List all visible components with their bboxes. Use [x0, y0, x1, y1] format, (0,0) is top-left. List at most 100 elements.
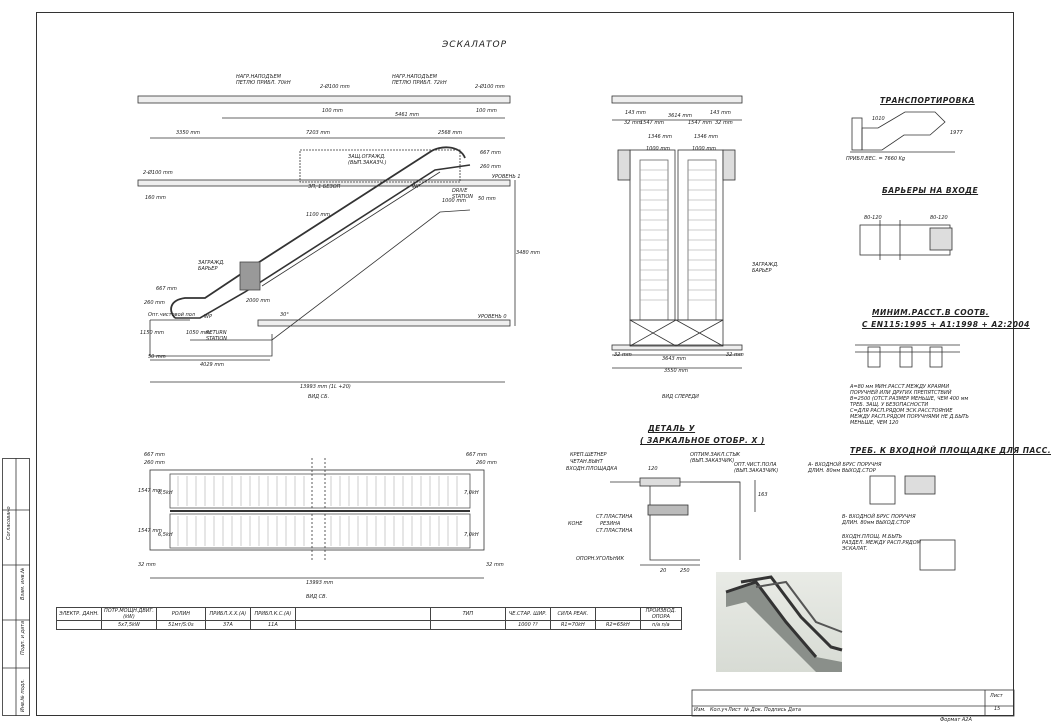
- side-view-label: ВИД СБ.: [308, 394, 330, 400]
- detail-d20: 20: [660, 568, 667, 574]
- min-note: А=80 мм МИН.РАССТ.МЕЖДУ КРАЯМИ: [850, 384, 950, 390]
- top-d260a: 260 mm: [144, 460, 165, 466]
- table-cell: ПРИБЛ.Х.Х.(А): [204, 607, 251, 621]
- section-barriers: БАРЬЕРЫ НА ВХОДЕ: [882, 186, 979, 195]
- top-tag4: 7,0kH: [464, 532, 479, 538]
- detail-label-7: РЕЗИНА: [600, 521, 621, 527]
- front-d32b: 32 mm: [715, 120, 733, 126]
- front-d32a: 32 mm: [624, 120, 642, 126]
- sheet-label: Лист: [990, 693, 1003, 699]
- format-label: Формат А2А: [940, 717, 972, 723]
- dim-1050: 1050 mm: [186, 330, 211, 336]
- table-cell: 5x7,5kW: [101, 620, 157, 630]
- table-cell: n/a n/a: [639, 620, 682, 630]
- table-cell: ПРИБЛ.К.С.(А): [249, 607, 296, 621]
- detail-d163: 163: [758, 492, 768, 498]
- wp-a: WP: [412, 184, 420, 190]
- level-0: УРОВЕНЬ 0: [478, 314, 507, 320]
- front-d3550: 3550 mm: [664, 368, 689, 374]
- support-left-note: НАГР.НАПОДЪЕМ ПЕТЛЮ ПРИБЛ. 70kH: [236, 74, 291, 86]
- dim-2000: 2000 mm: [246, 298, 271, 304]
- drawing-sheet: Инв.№ подл. Подп. и дата Взам. инв.№ Сог…: [2, 12, 1051, 723]
- front-d1547b: 1547 mm: [688, 120, 713, 126]
- dim-1000: 1000 mm: [442, 198, 467, 204]
- dim-260: 260 mm: [480, 164, 501, 170]
- dim-5461: 5461 mm: [395, 112, 420, 118]
- min-note: ПОРУЧНЕЙ ИЛИ ДРУГИХ ПРЕПЯТСТВИЙ: [850, 390, 952, 396]
- table-row: 5x7,5kW 51мт/S:0s 37A 11A 1000 ?? R1=70k…: [56, 620, 682, 630]
- front-d1346a: 1346 mm: [648, 134, 673, 140]
- dim-667: 667 mm: [480, 150, 501, 156]
- table-cell: 1000 ??: [504, 620, 551, 630]
- top-tag3: 7,0kH: [464, 490, 479, 496]
- table-cell: [56, 620, 102, 630]
- top-d32a: 32 mm: [138, 562, 156, 568]
- table-cell: ПОТР.МОЩН.ДВИГ. (kW): [101, 607, 157, 621]
- transport-dim1: 1977: [950, 130, 963, 136]
- detail-label-2: ЧЕТАН.ВЫНТ: [570, 459, 603, 465]
- dim-3480: 3480 mm: [516, 250, 541, 256]
- table-cell: ПРОИЗВОД. ОПОРА: [639, 607, 682, 621]
- sheet-number: 15: [994, 706, 1001, 712]
- stamp-col: Изм.: [694, 707, 706, 713]
- escalator-photo: [716, 572, 843, 672]
- wp-b: WP: [204, 314, 212, 320]
- top-d260b: 260 mm: [476, 460, 497, 466]
- dim-1150: 1150 mm: [140, 330, 165, 336]
- stamp-col: Дата: [788, 707, 801, 713]
- section-transport: ТРАНСПОРТИРОВКА: [880, 96, 975, 105]
- dim-1100: 1100 mm: [306, 212, 331, 218]
- section-detail: ДЕТАЛЬ У: [648, 424, 696, 433]
- transport-weight: ПРИБЛ.ВЕС. = 7660 Kg: [846, 156, 906, 162]
- table-cell: РОЛИН: [155, 607, 206, 621]
- detail-label-5: ОПТ.ЧИСТ.ПОЛА (ВЫП.ЗАКАЗЧИК): [734, 462, 779, 474]
- dim-3350: 3350 mm: [176, 130, 201, 136]
- table-cell: [594, 607, 641, 621]
- stamp-columns: Изм. Кол.уч Лист № Док. Подпись Дата: [694, 707, 806, 713]
- table-cell: [429, 620, 506, 630]
- drawing-title: ЭСКАЛАТОР: [442, 40, 508, 50]
- angle: 30°: [280, 312, 289, 318]
- top-d13993: 13993 mm: [306, 580, 334, 586]
- dim-2568: 2568 mm: [438, 130, 463, 136]
- front-d1346b: 1346 mm: [694, 134, 719, 140]
- detail-label-4: ОПТИМ.ЗАКЛ.СТЫК (ВЫП.ЗАКАЗЧИК): [690, 452, 741, 464]
- dim-2x400b: 2-Ø100 mm: [475, 84, 505, 90]
- escalator-drawing: [2, 95, 1015, 717]
- table-cell: [294, 607, 431, 621]
- front-d3643: 3643 mm: [662, 356, 687, 362]
- detail-label-8: СТ.ПЛАСТИНА: [596, 528, 633, 534]
- level-1: УРОВЕНЬ 1: [492, 174, 521, 180]
- table-cell: R1=70kH: [549, 620, 596, 630]
- min-note: МЕНЬШЕ, ЧЕМ 120: [850, 420, 899, 426]
- table-row: ЭЛЕКТР. ДАНН. ПОТР.МОЩН.ДВИГ. (kW) РОЛИН…: [56, 607, 682, 621]
- entry-note-2: В- ВХОДНОЙ БРУС ПОРУЧНЯ ДЛИН. 80мм ВЫХОД…: [842, 514, 916, 526]
- front-d143b: 143 mm: [710, 110, 731, 116]
- stamp-col: Кол.уч: [710, 707, 728, 713]
- section-entry: ТРЕБ. К ВХОДНОЙ ПЛОЩАДКЕ ДЛЯ ПАСС.: [850, 446, 1051, 455]
- table-cell: СИЛА РЕАК.: [549, 607, 596, 621]
- detail-label-6: СТ.ПЛАСТИНА: [596, 514, 633, 520]
- dim-7203: 7203 mm: [306, 130, 331, 136]
- front-d143a: 143 mm: [625, 110, 646, 116]
- table-cell: R2=65kH: [594, 620, 641, 630]
- dim-2x400a: 2-Ø100 mm: [320, 84, 350, 90]
- entry-note-3: ВХОДН.ПЛОЩ. М.БЫТЬ РАЗДЕЛ. МЕЖДУ РАСП.РЯ…: [842, 534, 921, 552]
- dim-100b: 100 mm: [476, 108, 497, 114]
- stamp-col: № Док.: [744, 707, 763, 713]
- detail-label-1: КРЕП.ШЕТНЕР: [570, 452, 607, 458]
- dim-50: 50 mm: [478, 196, 496, 202]
- table-cell: 51мт/S:0s: [155, 620, 206, 630]
- front-d32d: 32 mm: [726, 352, 744, 358]
- dim-160: 160 mm: [145, 195, 166, 201]
- front-d32c: 32 mm: [614, 352, 632, 358]
- top-d1547a: 1547 mm: [138, 488, 163, 494]
- min-note: С=ДЛЯ РАСП.РЯДОМ ЭСК.РАССТОЯНИЕ: [850, 408, 953, 414]
- fence-note-side: ЗАГРАЖД. БАРЬЕР: [198, 260, 225, 272]
- transport-dim2: 1010: [872, 116, 885, 122]
- spec-table: ЭЛЕКТР. ДАНН. ПОТР.МОЩН.ДВИГ. (kW) РОЛИН…: [56, 607, 682, 630]
- top-d1547b: 1547 mm: [138, 528, 163, 534]
- min-note: МЕЖДУ РАСП.РЯДОМ ПОРУЧНЯМИ НЕ Д.БЫТЬ: [850, 414, 969, 420]
- front-d1547a: 1547 mm: [640, 120, 665, 126]
- stamp-col: Лист: [728, 707, 741, 713]
